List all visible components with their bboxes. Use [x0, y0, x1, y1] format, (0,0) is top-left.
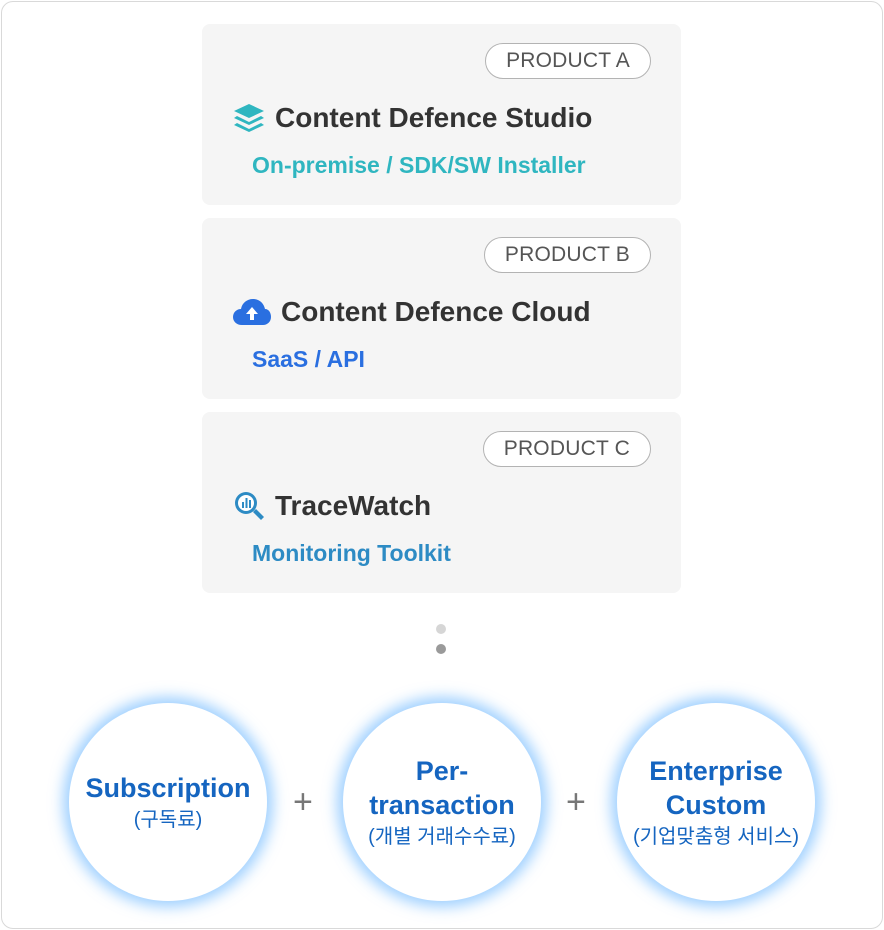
product-card-b: PRODUCT B Content Defence Cloud SaaS / A… [202, 218, 681, 399]
product-subtitle: Monitoring Toolkit [252, 540, 451, 566]
product-badge: PRODUCT B [483, 237, 651, 273]
product-title-row: TraceWatch [231, 488, 431, 524]
product-title-row: Content Defence Cloud [231, 294, 591, 330]
pricing-title-line2: transaction [369, 790, 515, 820]
magnifier-chart-icon [231, 488, 267, 524]
pricing-circle-per-transaction: Per- transaction (개별 거래수수료) [343, 703, 541, 901]
plus-sign: + [293, 783, 313, 821]
layers-icon [231, 100, 267, 136]
product-badge: PRODUCT A [485, 43, 651, 79]
product-badge: PRODUCT C [482, 431, 651, 467]
pricing-subtitle: (기업맞춤형 서비스) [632, 826, 800, 848]
product-title: Content Defence Cloud [281, 296, 591, 327]
pricing-title: Subscription [85, 773, 251, 803]
plus-sign: + [566, 783, 586, 821]
product-card-a: PRODUCT A Content Defence Studio On-prem… [202, 24, 681, 205]
pricing-title-line2: Custom [665, 790, 767, 820]
product-subtitle: SaaS / API [252, 346, 365, 372]
cloud-upload-icon [231, 294, 273, 330]
product-card-c: PRODUCT C TraceWatch Monitoring Toolkit [202, 412, 681, 593]
ellipsis-dot [436, 624, 446, 634]
pricing-subtitle: (개별 거래수수료) [368, 826, 516, 848]
product-subtitle: On-premise / SDK/SW Installer [252, 152, 586, 178]
product-title: Content Defence Studio [275, 102, 593, 133]
pricing-title-line1: Per- [415, 756, 469, 786]
product-title-row: Content Defence Studio [231, 100, 592, 136]
pricing-circle-subscription: Subscription (구독료) [69, 703, 267, 901]
pricing-title-line1: Enterprise [649, 756, 783, 786]
product-title: TraceWatch [275, 490, 432, 521]
ellipsis-dot [436, 644, 446, 654]
pricing-subtitle: (구독료) [133, 809, 203, 831]
pricing-circle-enterprise-custom: Enterprise Custom (기업맞춤형 서비스) [617, 703, 815, 901]
